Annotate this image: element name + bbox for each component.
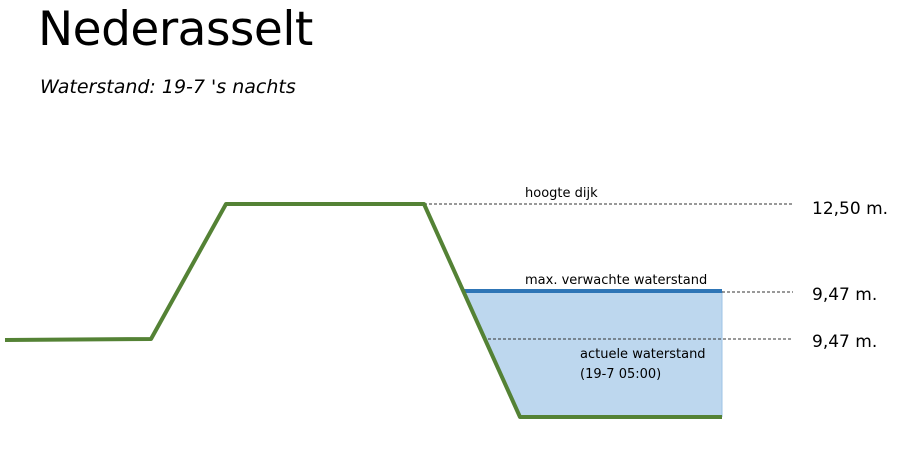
max-expected-value: 9,47 m. [812,285,877,305]
page-subtitle: Waterstand: 19-7 's nachts [40,76,296,98]
dike-height-label: hoogte dijk [525,186,598,201]
page-title: Nederasselt [38,2,313,57]
current-level-value: 9,47 m. [812,332,877,352]
current-level-time: (19-7 05:00) [580,367,661,382]
max-expected-label: max. verwachte waterstand [525,273,707,288]
water-body [464,291,722,417]
current-level-label: actuele waterstand [580,347,706,362]
dike-height-value: 12,50 m. [812,199,888,219]
dike-profile [4,202,722,419]
